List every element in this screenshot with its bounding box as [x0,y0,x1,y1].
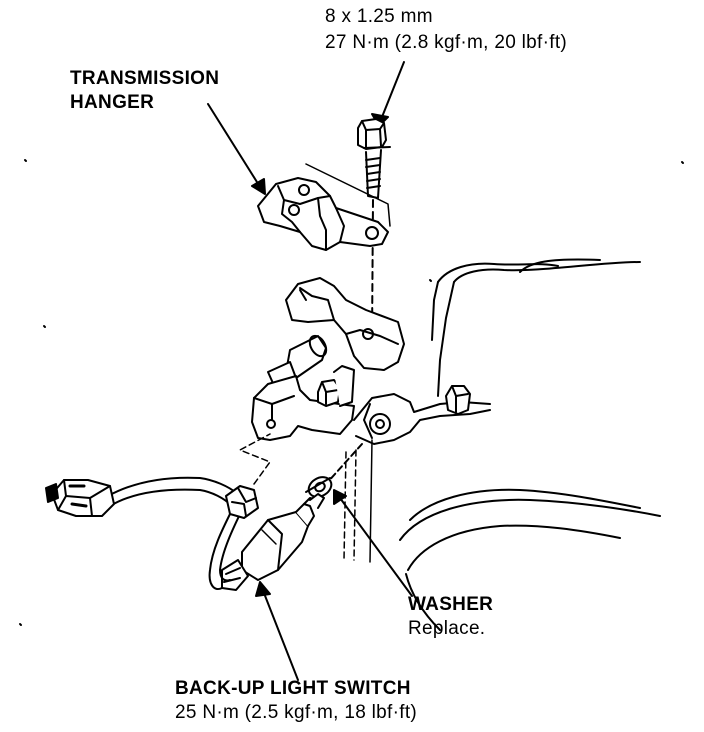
hanger-label-line1: TRANSMISSION [70,68,220,89]
bolt-torque-label: 27 N·m (2.8 kgf·m, 20 lbf·ft) [325,32,568,53]
hanger-leader-arrow [207,103,266,195]
transmission-mount-boss [267,277,405,391]
scan-specks [19,159,684,626]
harness-connector [45,479,115,517]
washer-label: WASHER [408,594,494,615]
transmission-case [343,258,661,631]
wire-harness [107,433,271,590]
hanger-label-line2: HANGER [70,92,155,113]
switch-torque-label: 25 N·m (2.5 kgf·m, 18 lbf·ft) [175,702,418,723]
washer [305,476,333,498]
switch-label: BACK-UP LIGHT SWITCH [175,678,411,699]
switch-leader-arrow [255,581,299,681]
lower-bracket [251,365,355,441]
bolt-size-label: 8 x 1.25 mm [325,6,433,27]
washer-note: Replace. [408,618,486,639]
housing-frame-line [305,163,391,227]
backup-light-switch [221,493,325,591]
transmission-hanger [257,177,389,251]
washer-leader-arrow [333,489,413,597]
washer-guide-line [325,443,363,485]
bolt-leader-arrow [371,61,405,127]
bolt-8x125 [357,118,391,199]
